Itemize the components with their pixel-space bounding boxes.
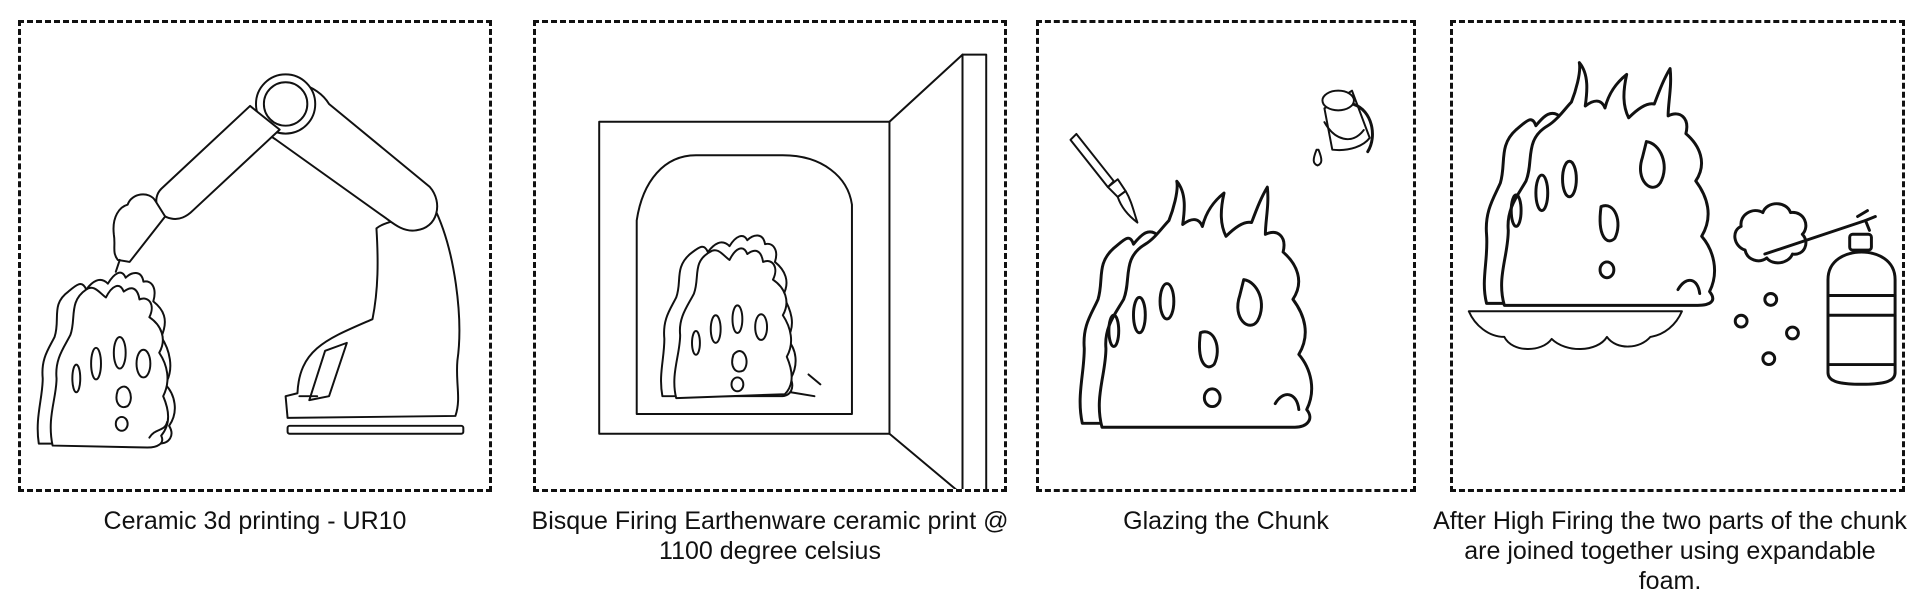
paintbrush-icon — [1069, 132, 1139, 224]
step-3-illustration — [1069, 89, 1374, 429]
foam-spray-can-icon — [1763, 209, 1897, 386]
kiln-icon — [598, 53, 988, 489]
step-1-illustration — [36, 73, 465, 449]
step-caption-3: Glazing the Chunk — [1123, 507, 1329, 535]
step-panel-4 — [1450, 20, 1905, 492]
step-panel-3 — [1036, 20, 1416, 492]
step-4-illustration — [1467, 61, 1897, 386]
step-panel-2 — [533, 20, 1007, 492]
step-2-illustration — [598, 53, 988, 489]
step-panel-1 — [18, 20, 492, 492]
ceramic-chunk-icon — [36, 271, 176, 449]
foam-cloud-icon — [1733, 202, 1808, 367]
step-caption-4: After High Firing the two parts of the c… — [1433, 507, 1907, 595]
glaze-bucket-icon — [1312, 89, 1374, 167]
robot-arm-icon — [112, 73, 465, 435]
step-caption-1: Ceramic 3d printing - UR10 — [103, 507, 407, 535]
ceramic-chunk-icon — [1078, 179, 1314, 429]
ceramic-chunk-icon — [660, 234, 822, 400]
step-caption-2: Bisque Firing Earthenware ceramic print … — [531, 507, 1009, 565]
ceramic-chunk-icon — [1467, 61, 1717, 350]
